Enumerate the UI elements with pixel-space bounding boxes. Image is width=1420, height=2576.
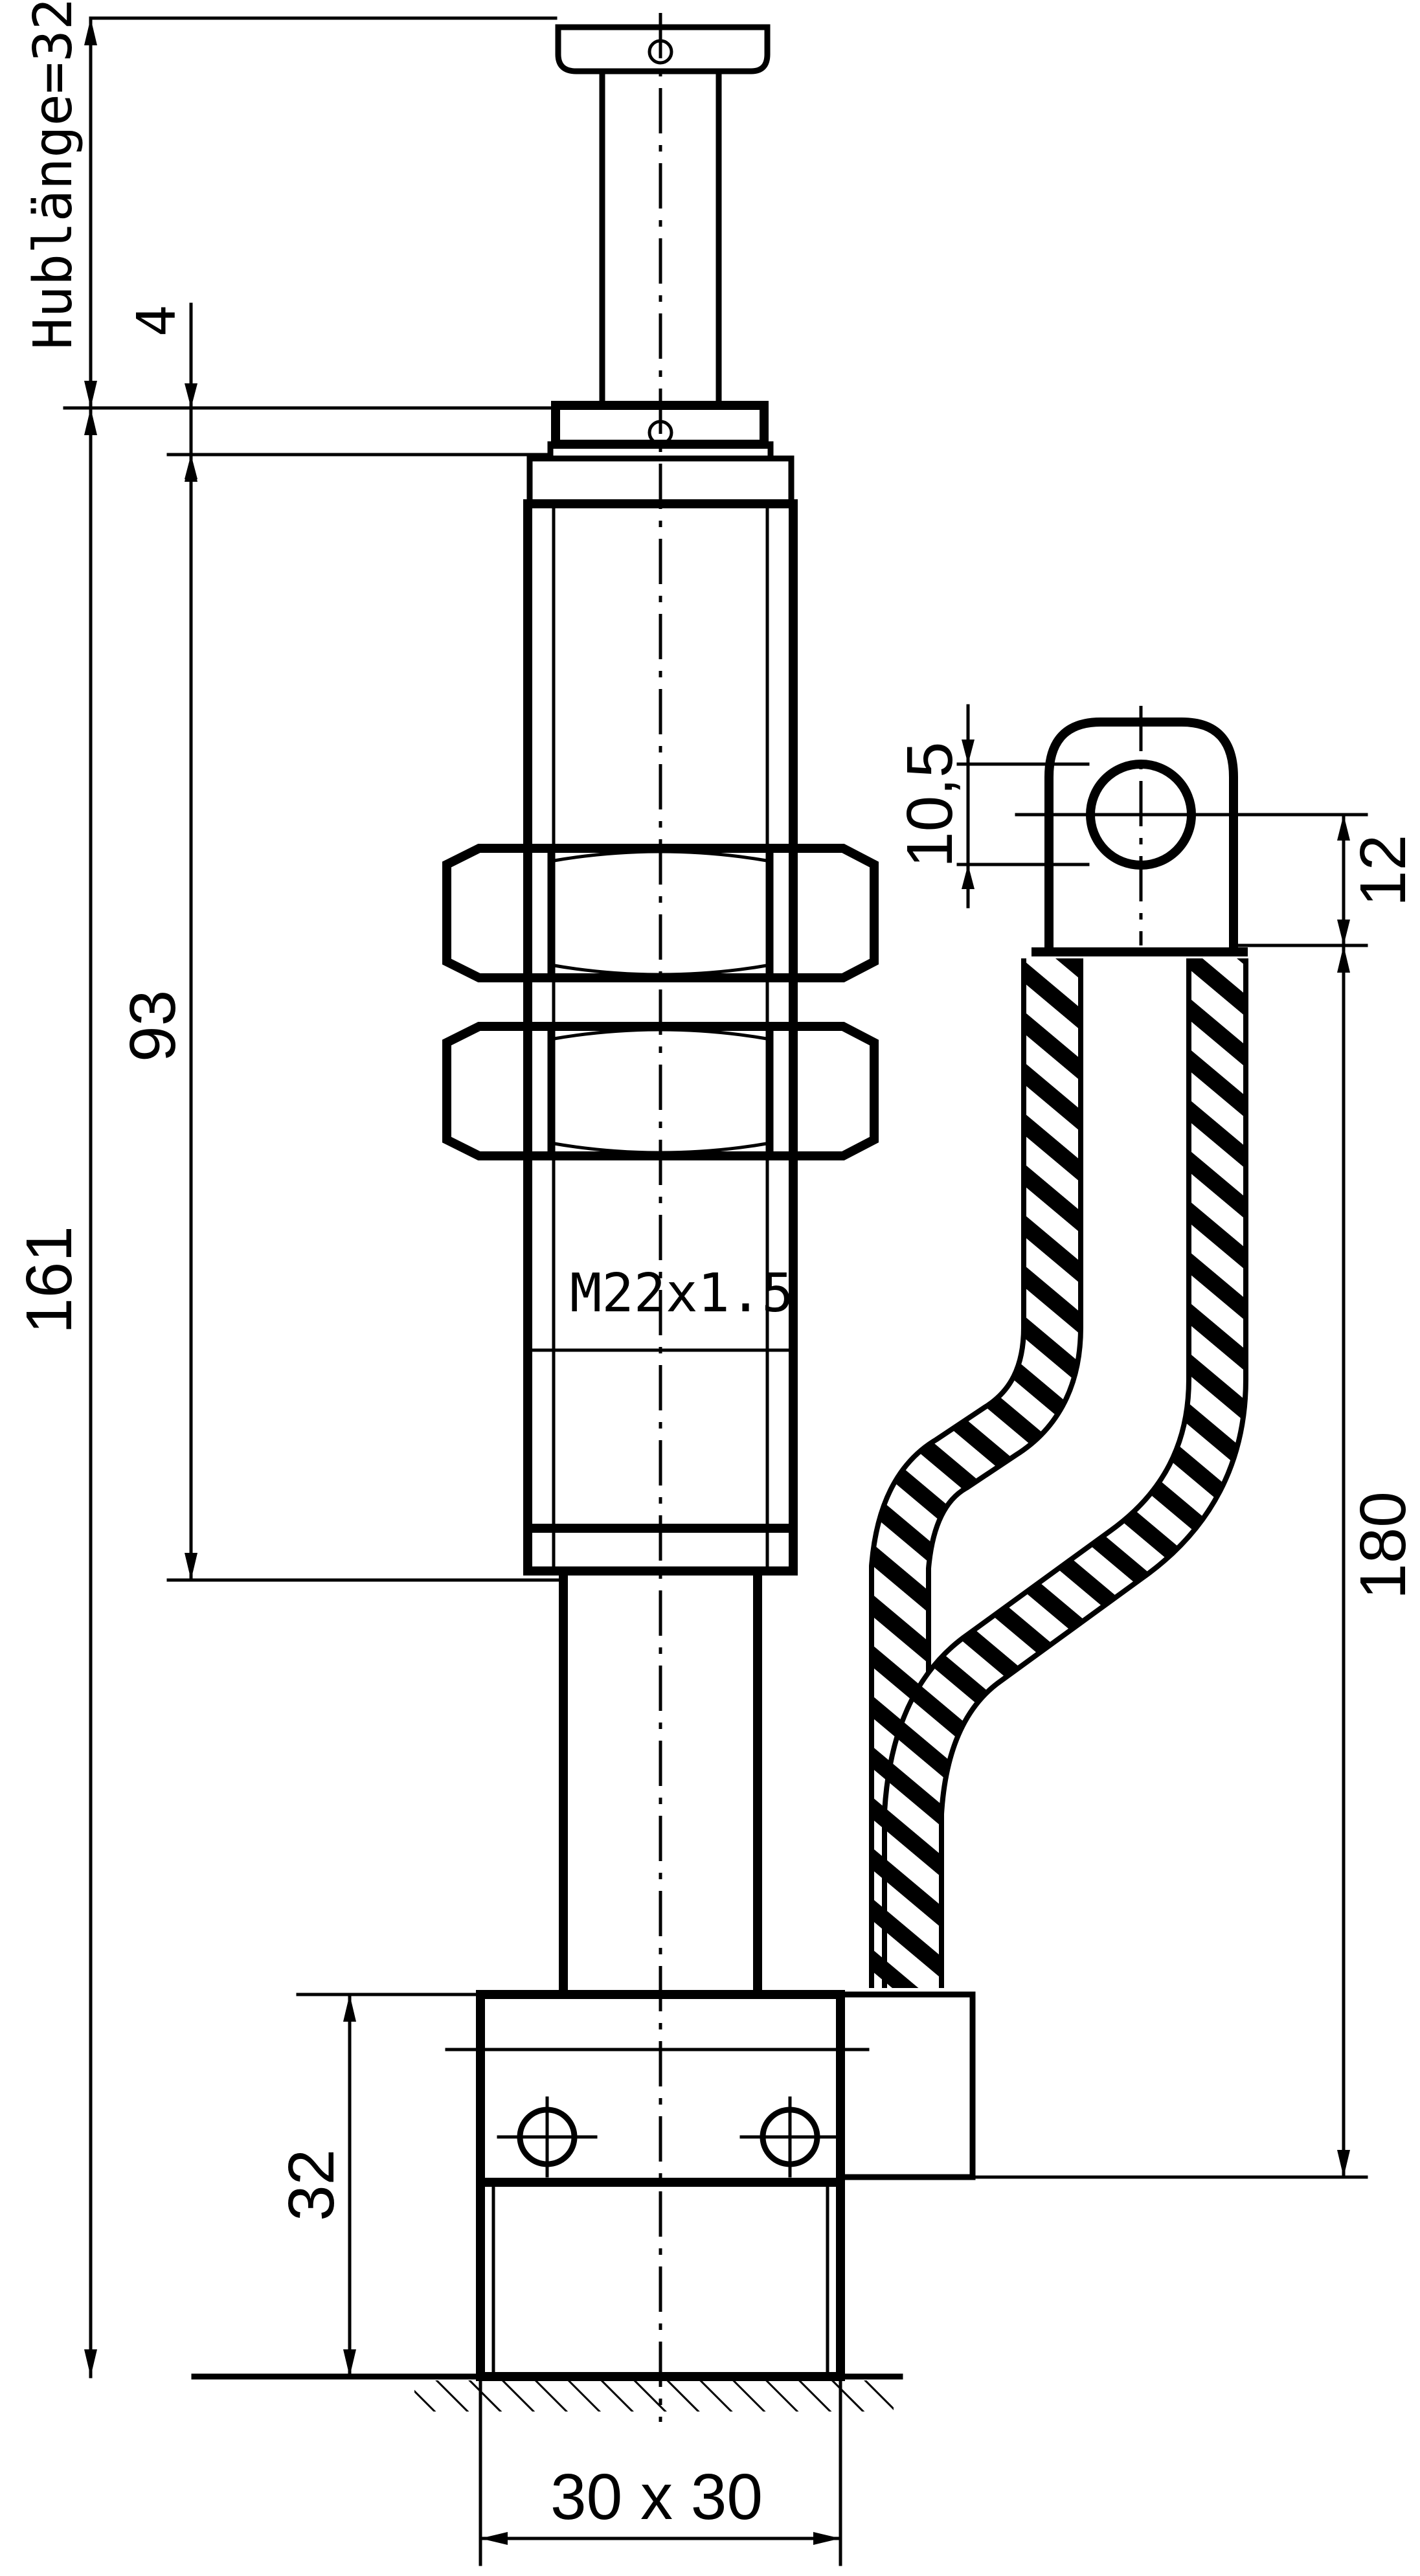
ring-terminal [1015, 706, 1252, 956]
cable [869, 958, 1248, 1988]
dim-161-label: 161 [13, 1226, 85, 1334]
ground-hatch [191, 2373, 903, 2412]
thread-label: M22x1.5 [570, 1263, 794, 1324]
lower-stem [559, 1566, 762, 1999]
mounting-block [445, 1990, 976, 2381]
dim-4-label: 4 [126, 305, 188, 337]
dim-32-label: 32 [275, 2149, 348, 2221]
plunger [555, 24, 771, 408]
stroke-length-label: Hublänge=32 [23, 0, 84, 350]
dim-180-label: 180 [1347, 1491, 1419, 1599]
dimensions [63, 16, 1368, 2566]
base-size-label: 30 x 30 [550, 2461, 763, 2533]
dim-10-5-label: 10,5 [894, 741, 966, 868]
dim-93-label: 93 [117, 990, 189, 1062]
plunger-head [555, 24, 771, 74]
dim-12-label: 12 [1347, 835, 1419, 907]
